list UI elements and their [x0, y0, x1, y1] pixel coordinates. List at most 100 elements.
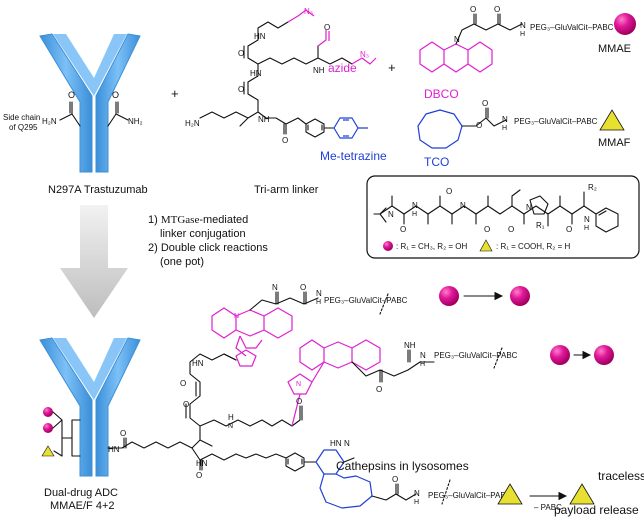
- svg-text:N: N: [388, 210, 394, 219]
- atom-o: O: [68, 90, 75, 100]
- svg-text:N: N: [460, 201, 466, 210]
- side-chain-label-2: of Q295: [9, 123, 38, 132]
- release-label-1: traceless: [598, 469, 644, 483]
- svg-text:HN: HN: [250, 69, 262, 78]
- adc-mmaf-triangle-chain: [497, 483, 523, 505]
- svg-text:O: O: [324, 23, 330, 32]
- adc-mmae-ball-1: [439, 286, 459, 306]
- adc-mmaf-triangle: [41, 445, 55, 457]
- legend-mmaf-triangle: [479, 239, 493, 252]
- atom-o: O: [112, 90, 119, 100]
- linker-name: Tri-arm linker: [254, 184, 319, 196]
- svg-text:N: N: [414, 489, 420, 498]
- step1-line2: linker conjugation: [160, 228, 246, 240]
- azide-label: azide: [328, 61, 357, 75]
- svg-text:HN: HN: [330, 439, 342, 448]
- adc-title-line2: MMAE/F 4+2: [50, 500, 115, 512]
- adc-title-line1: Dual-drug ADC: [44, 487, 118, 499]
- tri-arm-linker: [199, 9, 377, 139]
- pabc-loss-label: – PABC: [534, 503, 562, 512]
- svg-text:O: O: [482, 99, 488, 108]
- mmae-label: MMAE: [598, 43, 631, 55]
- svg-text:O: O: [180, 379, 186, 388]
- svg-text:O: O: [183, 400, 189, 409]
- adc-mmae-ball-2: [550, 345, 570, 365]
- svg-text:HN: HN: [254, 32, 266, 41]
- svg-text:NH: NH: [313, 66, 325, 75]
- antibody-name: N297A Trastuzumab: [48, 184, 148, 196]
- legend-mmae-text: : R₁ = CH₃, R₂ = OH: [396, 242, 468, 251]
- step1-line1: 1) MTGase-mediated: [148, 214, 248, 226]
- plus-sign: +: [388, 60, 396, 75]
- triazole-n-label: N: [234, 313, 239, 320]
- payload-r1: R₁: [536, 221, 545, 230]
- atom-nh2: H₂N: [42, 117, 57, 126]
- side-chain-label-1: Side chain: [3, 113, 40, 122]
- svg-text:N: N: [420, 351, 426, 360]
- tco-label: TCO: [424, 155, 449, 169]
- q295-amide-right: O NH₂: [107, 90, 143, 127]
- linker-atom-labels: HN O HN O NH O H₂N NH O: [185, 23, 330, 145]
- free-mmaf: [569, 483, 595, 505]
- svg-text:O: O: [238, 85, 244, 94]
- dbco-reagent: N O O N H PEG₃–GluValCit–PABC MMAE DBCO: [419, 5, 636, 101]
- svg-text:H₂N: H₂N: [185, 119, 200, 128]
- svg-text:NH: NH: [404, 341, 416, 350]
- antibody-adc: [39, 337, 141, 477]
- svg-text:O: O: [400, 225, 406, 234]
- svg-text:N: N: [412, 201, 418, 210]
- svg-text:H: H: [420, 361, 425, 368]
- svg-text:N: N: [344, 439, 350, 448]
- svg-text:H: H: [316, 299, 321, 306]
- svg-text:O: O: [282, 136, 288, 145]
- svg-text:O: O: [566, 225, 572, 234]
- svg-text:H: H: [228, 413, 234, 422]
- plus-sign: +: [171, 86, 179, 101]
- svg-text:O: O: [376, 385, 382, 394]
- svg-text:H: H: [412, 211, 417, 218]
- mmae-ball: [614, 13, 636, 35]
- svg-text:O: O: [196, 471, 202, 480]
- svg-text:N: N: [526, 203, 532, 212]
- svg-text:H: H: [502, 125, 507, 132]
- svg-text:N: N: [454, 35, 460, 44]
- svg-text:O: O: [470, 5, 476, 14]
- svg-text:N: N: [584, 215, 590, 224]
- svg-text:O: O: [392, 475, 398, 484]
- svg-text:O: O: [476, 121, 482, 130]
- svg-text:HN: HN: [192, 359, 204, 368]
- payload-atom-labels: N N H N O O O O O N N H: [388, 187, 590, 234]
- adc-chain-2: PEG₃–GluValCit–PABC: [434, 351, 518, 360]
- svg-text:HN: HN: [108, 445, 120, 454]
- mmaf-linker-chain: PEG₃–GluValCit–PABC: [514, 117, 598, 126]
- svg-text:O: O: [238, 49, 244, 58]
- svg-text:H: H: [414, 499, 419, 506]
- svg-text:H: H: [584, 225, 589, 232]
- adc-mmae-ball: [43, 407, 53, 417]
- svg-text:HN: HN: [196, 459, 208, 468]
- tco-reagent: O O N H PEG₃–GluValCit–PABC MMAF TCO: [417, 99, 631, 169]
- dbco-label: DBCO: [424, 87, 459, 101]
- reaction-arrow: [60, 205, 128, 318]
- mmae-linker-chain: PEG₃–GluValCit–PABC: [530, 23, 614, 32]
- svg-text:NH: NH: [258, 115, 270, 124]
- payload-r2: R₂: [588, 183, 597, 192]
- release-label-2: payload release: [554, 503, 639, 517]
- step2-line2: (one pot): [160, 256, 204, 268]
- svg-text:O: O: [300, 283, 306, 292]
- step2-line1: 2) Double click reactions: [148, 242, 268, 254]
- cathepsin-label: Cathepsins in lysosomes: [336, 459, 469, 473]
- mmaf-triangle: [599, 109, 625, 131]
- svg-text:N: N: [520, 21, 526, 30]
- azide-n3-top: N₃: [304, 7, 313, 16]
- svg-text:O: O: [508, 225, 514, 234]
- free-mmae-1: [510, 286, 530, 306]
- triazole-n-label: N: [296, 381, 301, 388]
- legend-mmae-ball: [383, 241, 393, 251]
- svg-text:N: N: [316, 289, 322, 298]
- payload-structure-box: [366, 175, 640, 259]
- svg-text:N: N: [502, 115, 508, 124]
- legend-mmaf-text: : R₁ = COOH, R₂ = H: [496, 242, 570, 251]
- antibody-top: [39, 33, 141, 173]
